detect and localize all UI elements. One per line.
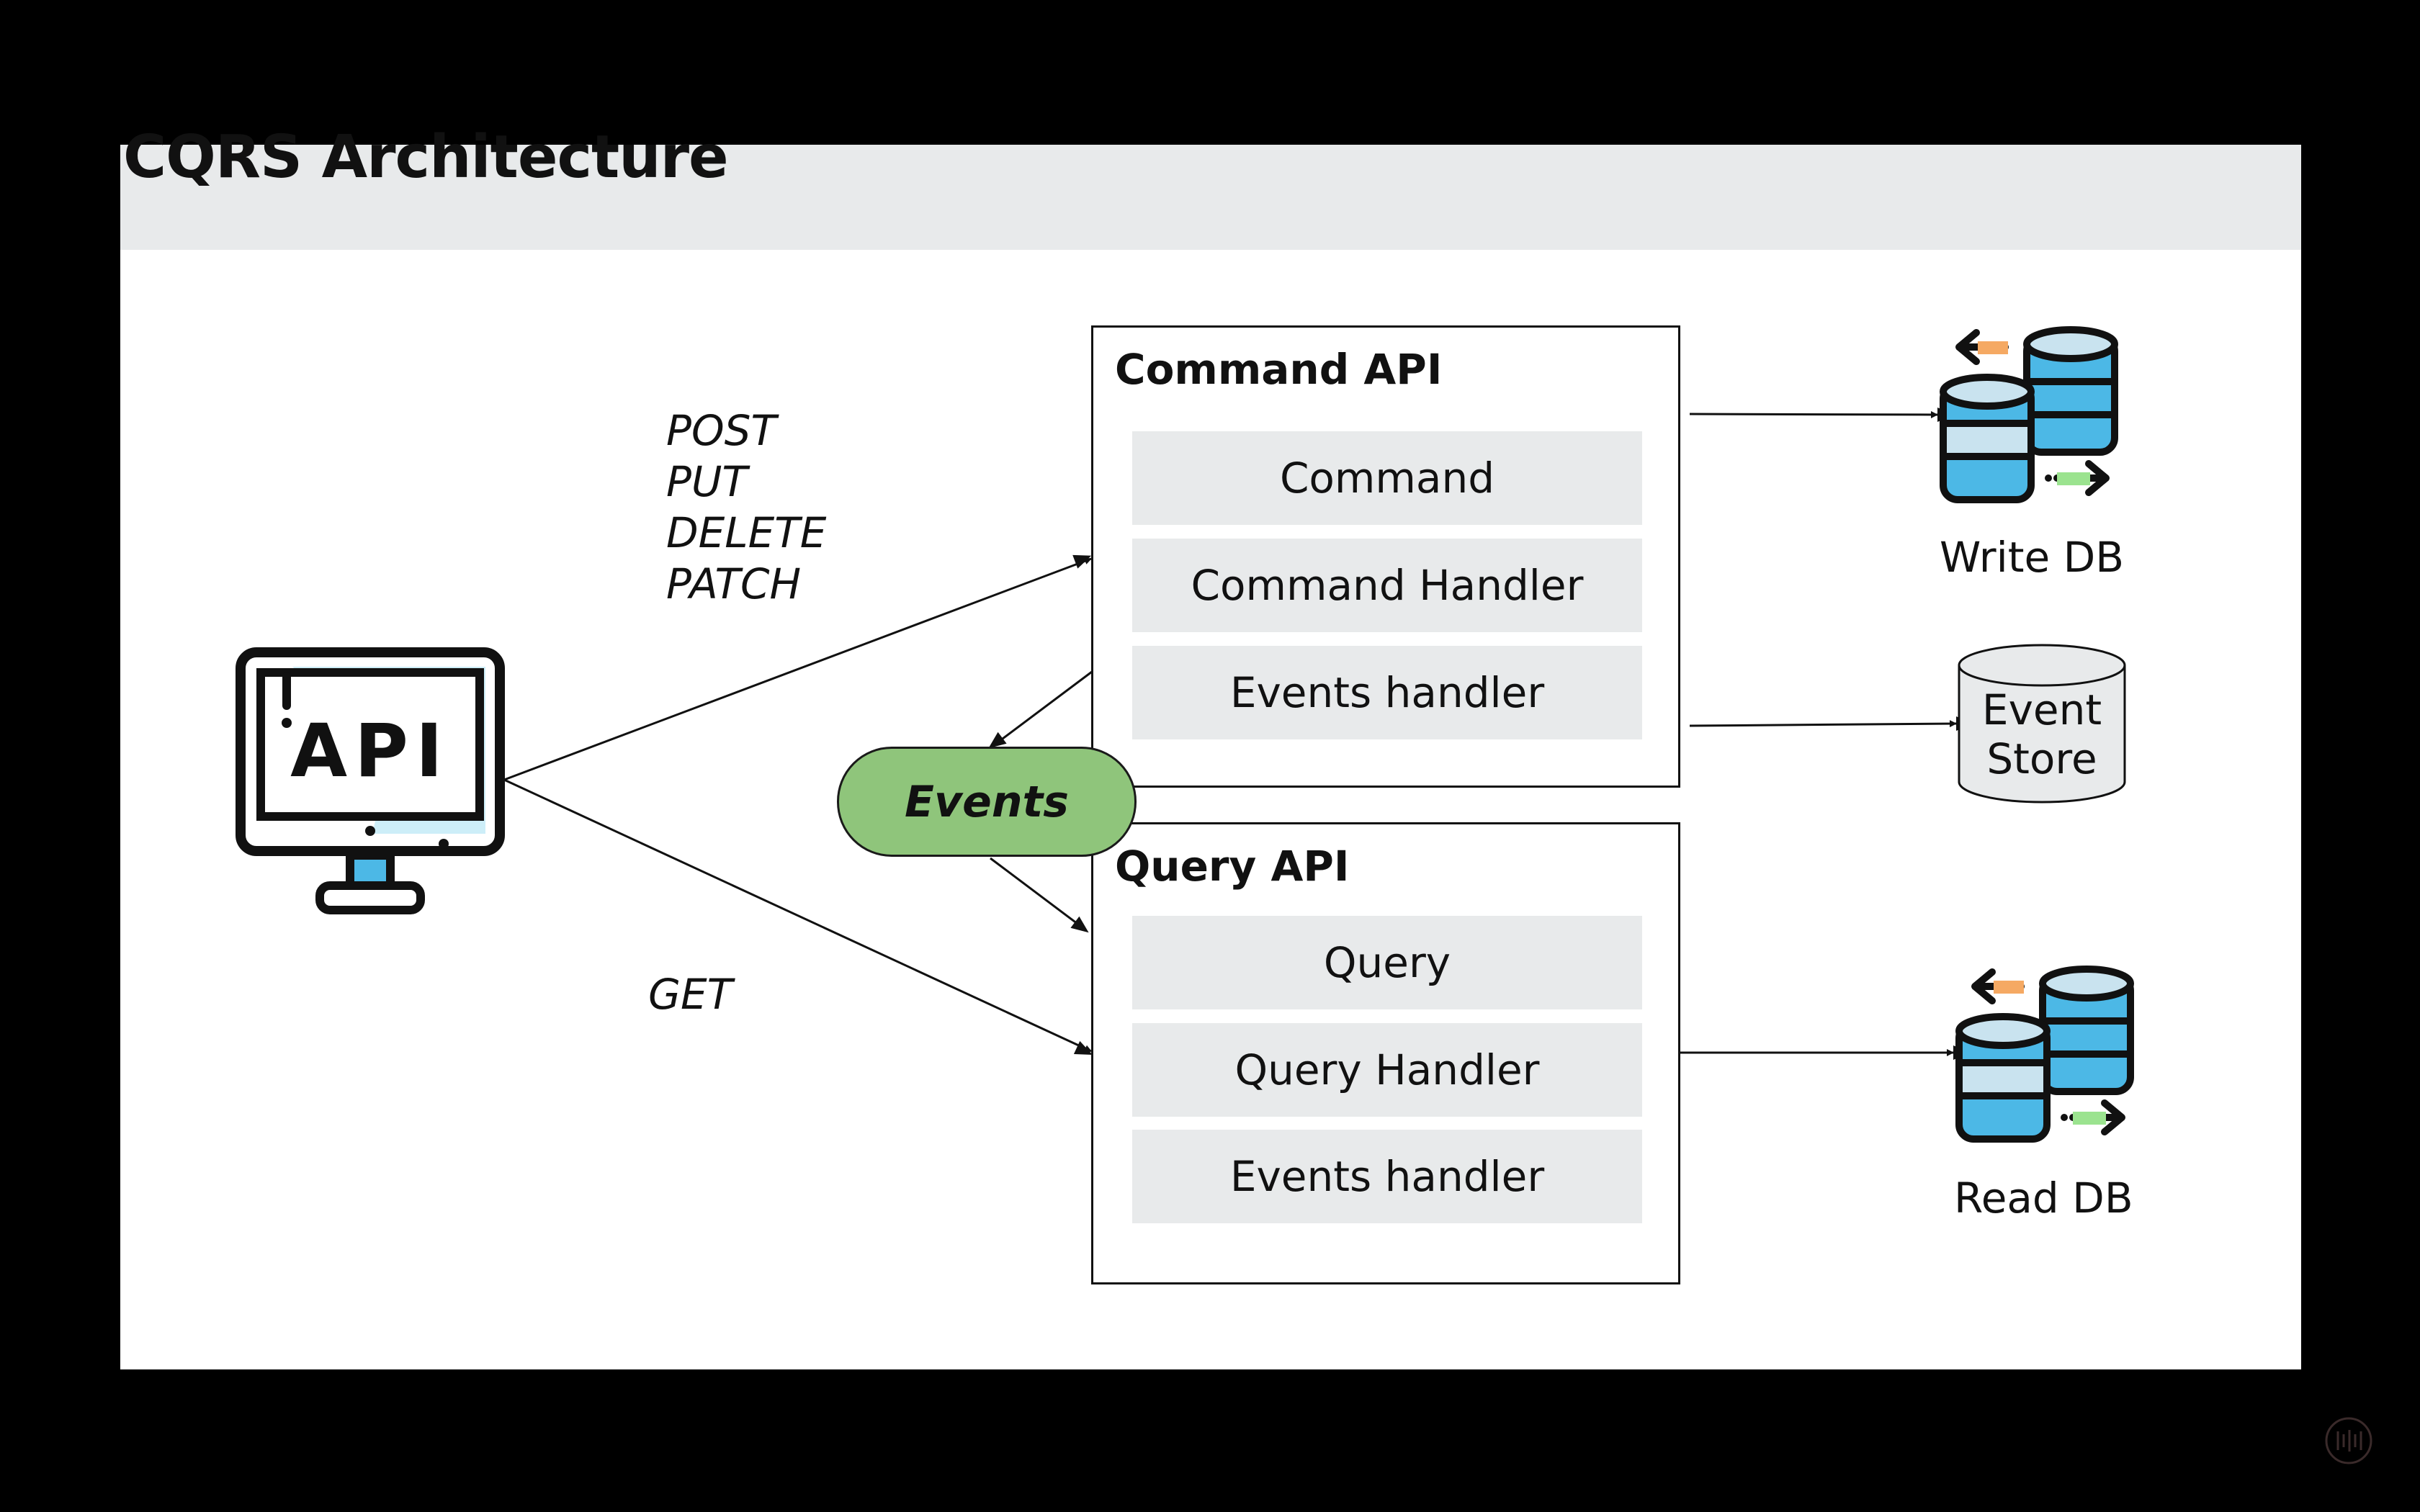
event-store-icon: [1958, 644, 2126, 804]
method-post: POST: [666, 406, 776, 455]
method-delete: DELETE: [666, 508, 827, 557]
command-api-box: Command API Command Command Handler Even…: [1091, 325, 1680, 788]
query-api-title: Query API: [1115, 842, 1350, 891]
event-store-label: Event Store: [1956, 685, 2128, 783]
watermark-logo-icon: [2325, 1417, 2372, 1464]
method-patch: PATCH: [666, 559, 802, 608]
read-db-icon: [1955, 966, 2134, 1143]
arrow-command-to-eventstore: [1689, 720, 1957, 728]
method-put: PUT: [666, 457, 748, 506]
arrow-client-to-query: [503, 778, 1092, 1053]
query-handler-row: Query Handler: [1132, 1023, 1642, 1117]
monitor-screen-text: API: [290, 708, 450, 794]
events-bus: Events: [837, 747, 1137, 857]
arrow-events-to-query: [990, 857, 1087, 932]
method-get: GET: [648, 970, 733, 1019]
command-events-handler-row: Events handler: [1132, 646, 1642, 739]
command-row: Command: [1132, 431, 1642, 525]
read-db-label: Read DB: [1954, 1174, 2133, 1223]
slide-header-band: [120, 145, 2301, 250]
event-store-label-line2: Store: [1986, 734, 2097, 783]
monitor-api-icon: API: [236, 647, 505, 914]
write-db-label: Write DB: [1940, 533, 2125, 582]
query-events-handler-row: Events handler: [1132, 1130, 1642, 1223]
command-api-title: Command API: [1115, 345, 1443, 394]
event-store-label-line1: Event: [1981, 685, 2102, 734]
write-methods-list: POST PUT DELETE PATCH: [666, 405, 826, 610]
query-row: Query: [1132, 916, 1642, 1009]
query-api-box: Query API Query Query Handler Events han…: [1091, 822, 1680, 1284]
diagram-title: CQRS Architecture: [123, 123, 729, 192]
arrow-command-to-writedb: [1689, 410, 1938, 418]
arrow-client-to-command: [503, 557, 1092, 781]
command-handler-row: Command Handler: [1132, 539, 1642, 632]
arrow-command-to-events: [993, 668, 1095, 747]
write-db-icon: [1940, 326, 2118, 503]
